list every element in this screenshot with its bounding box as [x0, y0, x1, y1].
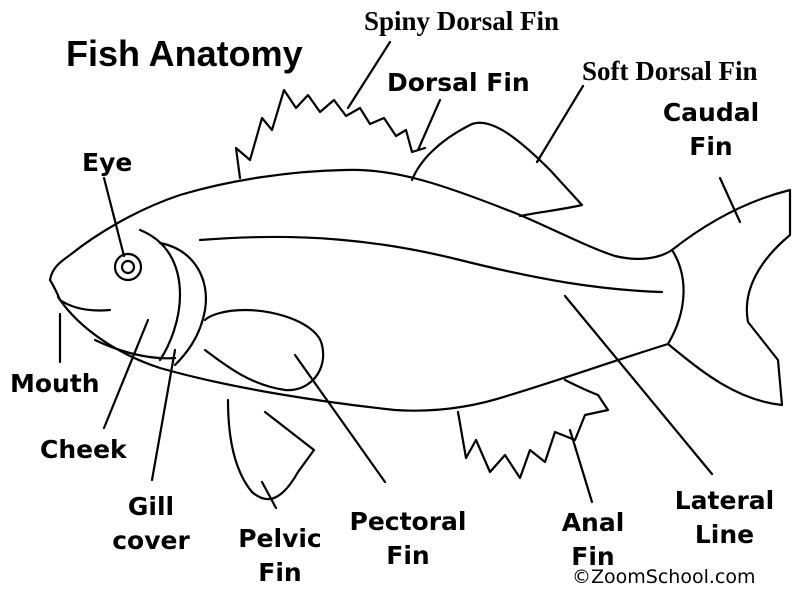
- label-lateral-line-line2: Line: [662, 518, 787, 552]
- label-anal-fin-line1: Anal: [548, 506, 638, 540]
- label-anal-fin: Anal Fin: [548, 506, 638, 574]
- fish-body-top-outline: [50, 170, 672, 280]
- label-cheek: Cheek: [40, 437, 127, 462]
- eye-inner: [122, 261, 134, 273]
- label-pelvic-fin: Pelvic Fin: [225, 522, 335, 590]
- label-gill-cover-line1: Gill: [96, 490, 206, 524]
- soft-dorsal-fin: [412, 123, 582, 216]
- leader-anal-fin: [570, 430, 592, 502]
- label-pectoral-fin-line2: Fin: [338, 539, 478, 573]
- label-pectoral-fin-line1: Pectoral: [338, 505, 478, 539]
- leader-cheek: [104, 320, 148, 428]
- leader-pectoral-fin: [295, 355, 385, 482]
- diagram-title: Fish Anatomy: [66, 36, 303, 72]
- eye-outer: [115, 254, 141, 280]
- spiny-dorsal-fin: [236, 90, 425, 178]
- caudal-fin: [668, 190, 790, 405]
- label-lateral-line-line1: Lateral: [662, 484, 787, 518]
- leader-lateral-line: [565, 296, 712, 474]
- fish-snout: [50, 280, 110, 311]
- label-mouth: Mouth: [10, 371, 100, 396]
- fish-body-bottom-outline: [58, 297, 668, 411]
- label-caudal-fin-line2: Fin: [656, 130, 766, 164]
- leader-soft-dorsal-fin: [537, 86, 583, 162]
- label-gill-cover: Gill cover: [96, 490, 206, 558]
- label-lateral-line: Lateral Line: [662, 484, 787, 552]
- anal-fin: [458, 380, 608, 478]
- pectoral-fin: [205, 310, 323, 390]
- label-dorsal-fin: Dorsal Fin: [387, 70, 530, 95]
- label-eye: Eye: [82, 150, 132, 175]
- leader-pelvic-fin: [262, 482, 276, 508]
- label-soft-dorsal-fin: Soft Dorsal Fin: [582, 58, 758, 85]
- label-caudal-fin: Caudal Fin: [656, 96, 766, 164]
- leader-spiny-dorsal-fin: [348, 42, 390, 108]
- copyright-credit: ©ZoomSchool.com: [572, 568, 755, 587]
- leader-eye: [104, 178, 124, 256]
- label-pectoral-fin: Pectoral Fin: [338, 505, 478, 573]
- label-caudal-fin-line1: Caudal: [656, 96, 766, 130]
- lateral-line: [200, 237, 662, 292]
- pelvic-fin: [228, 400, 314, 499]
- gill-cover-outline: [140, 230, 180, 360]
- leader-dorsal-fin: [418, 100, 440, 150]
- label-spiny-dorsal-fin: Spiny Dorsal Fin: [364, 8, 559, 35]
- label-gill-cover-line2: cover: [96, 524, 206, 558]
- label-pelvic-fin-line2: Fin: [225, 556, 335, 590]
- label-pelvic-fin-line1: Pelvic: [225, 522, 335, 556]
